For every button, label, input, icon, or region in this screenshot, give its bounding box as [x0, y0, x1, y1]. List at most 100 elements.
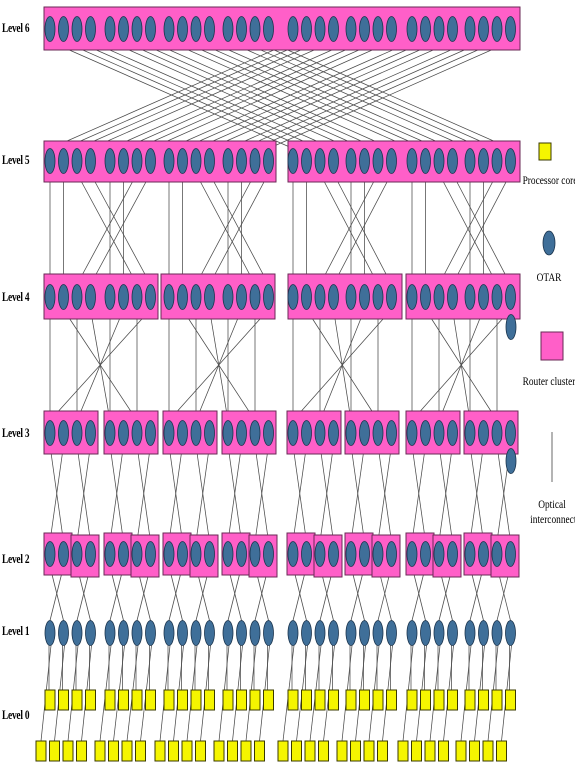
otar-node-level-3	[420, 420, 431, 446]
otar-node-level-2	[314, 541, 326, 567]
otar-node-level-4	[104, 284, 116, 310]
processor-core	[469, 740, 480, 762]
otar-node-level-5	[287, 148, 299, 174]
otar-node-level-3	[359, 420, 370, 446]
interconnect-line	[136, 41, 379, 149]
otar-node-level-4	[420, 284, 431, 310]
processor-core	[496, 740, 507, 762]
otar-node-level-1	[71, 620, 83, 646]
interconnect-line	[63, 41, 307, 149]
otar-node-level-5	[345, 148, 357, 174]
otar-node-level-1	[236, 620, 247, 646]
otar-node-level-4	[44, 284, 56, 310]
otar-node-level-2	[249, 541, 261, 567]
otar-node-level-2	[58, 541, 69, 567]
level-0-label: Level 0	[2, 707, 30, 722]
processor-core	[377, 740, 388, 762]
interconnect-line	[227, 445, 242, 542]
otar-node-level-5	[263, 148, 274, 174]
otar-node-level-5	[44, 148, 56, 174]
otar-node-level-5	[163, 148, 175, 174]
otar-node-level-5	[314, 148, 326, 174]
legend-optical-line2: interconnect	[530, 512, 575, 526]
otar-node-level-5	[118, 148, 129, 174]
processor-core	[397, 740, 409, 762]
otar-node-level-4	[263, 284, 274, 310]
otar-node-level-6	[505, 16, 516, 42]
processor-core	[287, 689, 299, 711]
otar-node-level-3	[433, 420, 445, 446]
otar-node-level-4	[328, 284, 339, 310]
legend-router-cluster-label: Router cluster	[522, 374, 575, 388]
otar-node-level-6	[301, 16, 312, 42]
interconnect-line	[333, 173, 392, 285]
otar-node-level-5	[249, 148, 261, 174]
otar-node-level-1	[118, 620, 129, 646]
processor-core	[104, 689, 116, 711]
otar-node-level-6	[85, 16, 96, 42]
otar-node-level-1	[328, 620, 339, 646]
otar-node-level-3	[505, 420, 516, 446]
processor-core	[433, 689, 445, 711]
otar-node-level-5	[420, 148, 431, 174]
otar-node-level-6	[163, 16, 175, 42]
legend-processor-core-swatch	[538, 142, 552, 161]
interconnect-line	[168, 41, 413, 149]
otar-node-level-5	[131, 148, 143, 174]
otar-node-level-3	[345, 420, 357, 446]
otar-node-level-5	[464, 148, 476, 174]
otar-node-level-6	[71, 16, 83, 42]
otar-node-level-3	[71, 420, 83, 446]
otar-node-level-2	[85, 541, 96, 567]
interconnect-line	[209, 41, 453, 149]
interconnect-line	[76, 41, 321, 149]
otar-node-level-5	[433, 148, 445, 174]
otar-node-level-2	[359, 541, 370, 567]
otar-node-level-4	[249, 284, 261, 310]
otar-node-level-6	[406, 16, 418, 42]
otar-node-level-6	[287, 16, 299, 42]
level-6-label: Level 6	[2, 20, 30, 35]
processor-core	[49, 740, 60, 762]
otar-node-level-3	[163, 420, 175, 446]
otar-node-level-5	[71, 148, 83, 174]
processor-core	[135, 740, 146, 762]
otar-node-level-6	[478, 16, 489, 42]
interconnect-line	[254, 445, 269, 542]
otar-node-level-1	[287, 620, 299, 646]
otar-node-level-5	[406, 148, 418, 174]
processor-core	[372, 689, 384, 711]
otar-node-level-2	[204, 541, 215, 567]
processor-core	[447, 689, 458, 711]
otar-node-level-6	[386, 16, 397, 42]
processor-core	[328, 689, 339, 711]
processor-core	[277, 740, 289, 762]
otar-node-level-5	[204, 148, 215, 174]
interconnect-line	[49, 445, 64, 542]
processor-core	[301, 689, 312, 711]
legend	[538, 142, 564, 482]
otar-node-level-4	[287, 284, 299, 310]
otar-node-level-1	[447, 620, 458, 646]
level-1-label: Level 1	[2, 623, 30, 638]
processor-core	[363, 740, 375, 762]
processor-core	[190, 689, 202, 711]
otar-node-level-2	[447, 541, 458, 567]
otar-node-level-5	[328, 148, 339, 174]
otar-node-level-5	[301, 148, 312, 174]
otar-node-level-4	[236, 284, 247, 310]
otar-node-level-6	[328, 16, 339, 42]
otar-node-level-6	[359, 16, 370, 42]
level-5-label: Level 5	[2, 152, 30, 167]
otar-node-level-5	[505, 148, 516, 174]
otar-node-level-1	[478, 620, 489, 646]
otar-node-level-4	[386, 284, 397, 310]
processor-core	[71, 689, 83, 711]
otar-node-level-3	[85, 420, 96, 446]
otar-node-level-1	[386, 620, 397, 646]
processor-core	[227, 740, 238, 762]
interconnect-line	[90, 41, 334, 149]
otar-node-level-2	[222, 541, 234, 567]
processor-core	[44, 689, 56, 711]
